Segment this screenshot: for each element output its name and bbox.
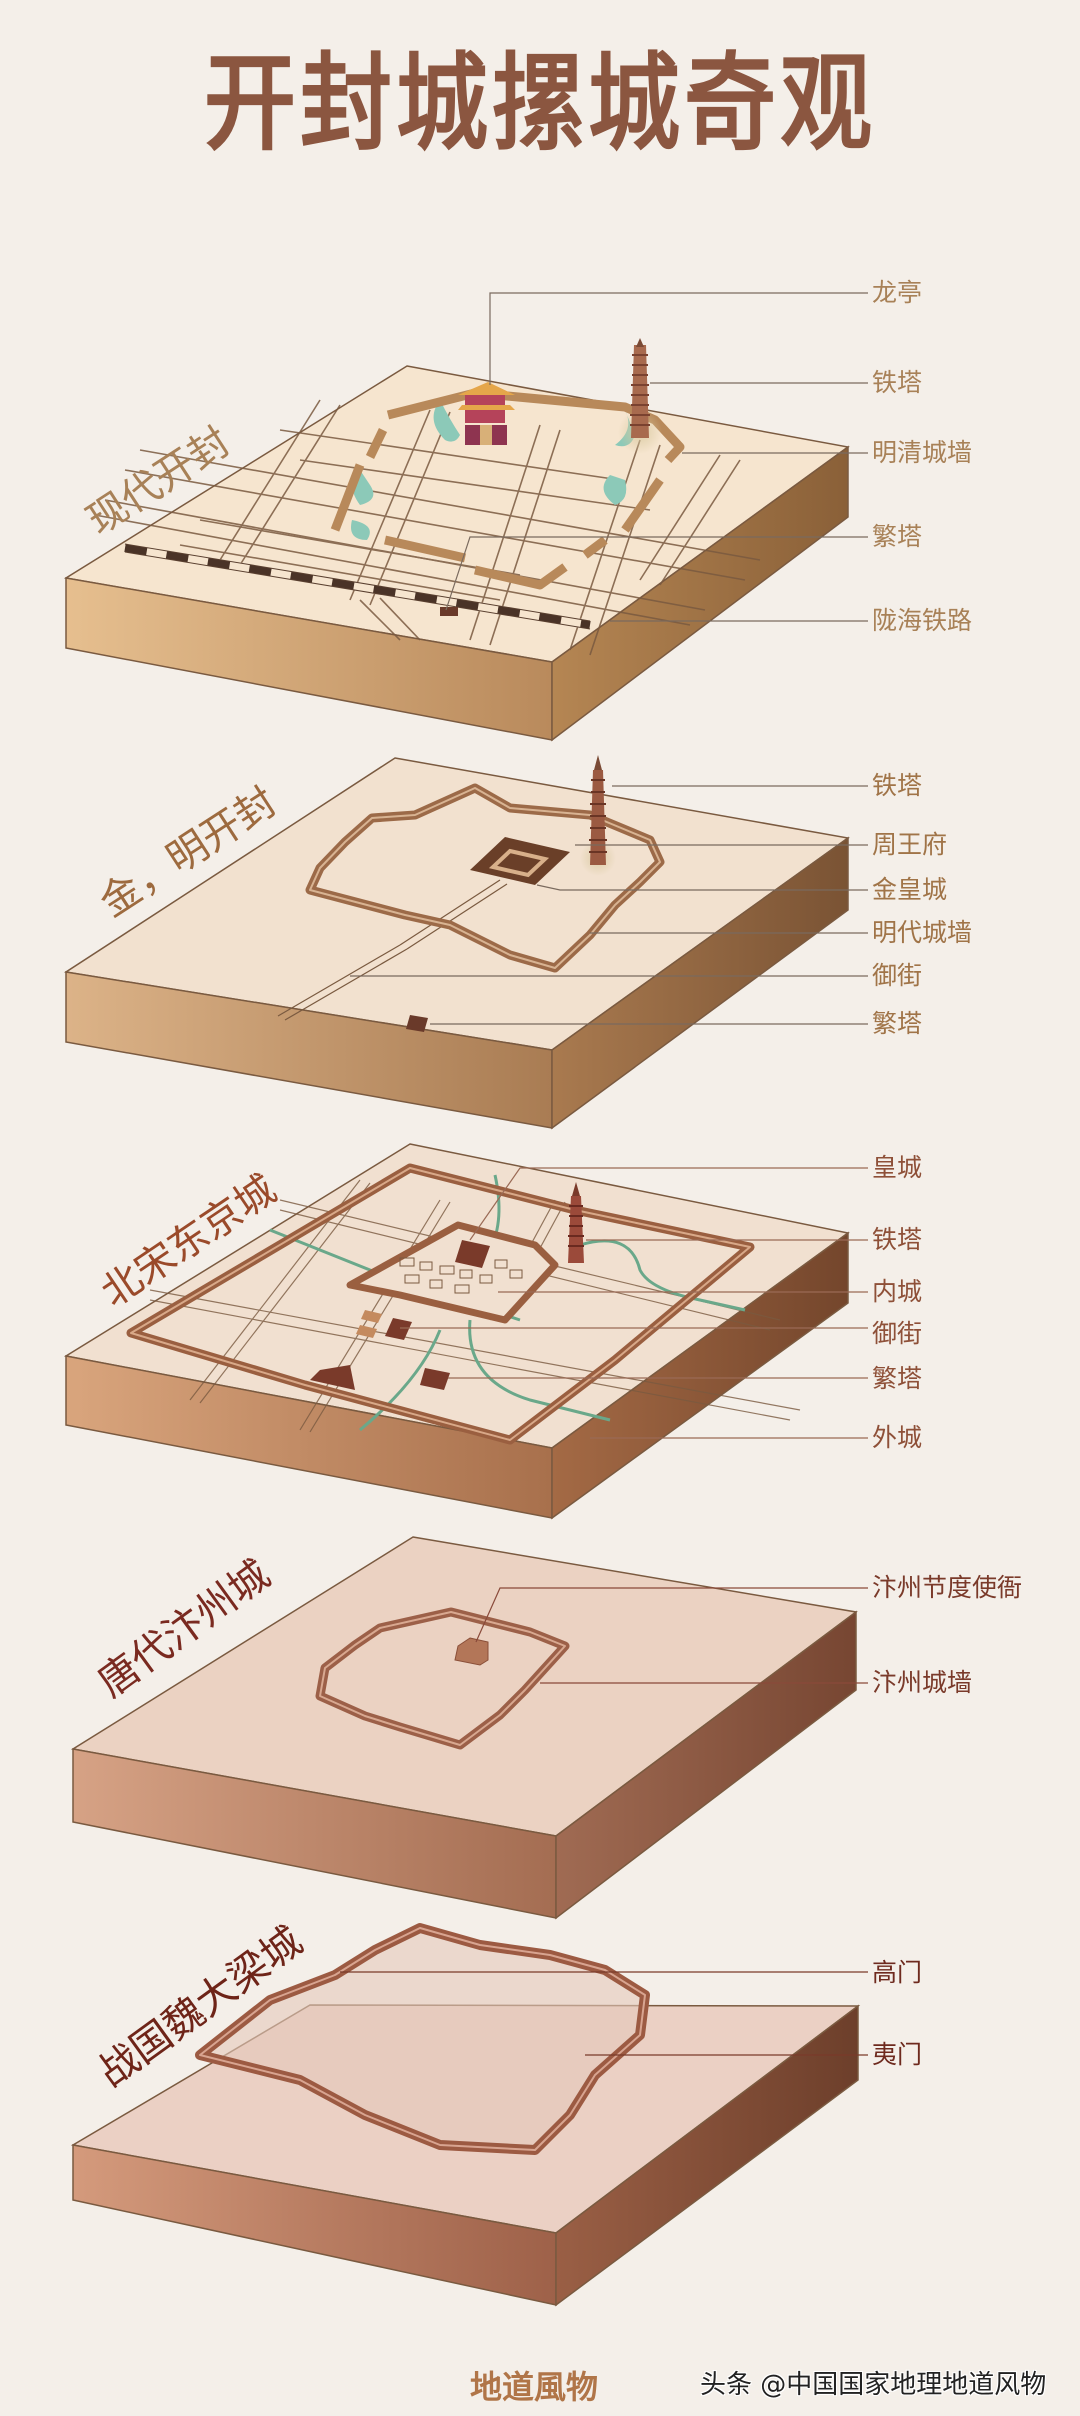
label-iron-pagoda: 铁塔 — [872, 368, 923, 397]
label-zhou-palace: 周王府 — [872, 830, 948, 859]
inner-city-buildings — [399, 1257, 523, 1294]
label-po-pagoda: 繁塔 — [872, 1364, 923, 1393]
label-dragon-pavilion: 龙亭 — [872, 278, 923, 307]
brand-logo: 地道風物 — [470, 2368, 599, 2406]
label-iron-pagoda: 铁塔 — [872, 771, 923, 800]
iron-pagoda-icon — [618, 338, 662, 454]
label-ming-city-wall: 明代城墙 — [872, 918, 973, 947]
leader-lines — [445, 292, 868, 622]
label-imperial-street: 御街 — [872, 961, 923, 990]
page-title: 开封城摞城奇观 — [203, 41, 876, 166]
layer-tang-bianzhou — [70, 1536, 868, 1920]
leader-lines — [475, 1587, 868, 1684]
label-inner-city: 内城 — [872, 1277, 923, 1306]
governor-office-marker — [454, 1637, 489, 1666]
leader-lines — [340, 1971, 868, 2056]
leader-lines — [350, 785, 868, 1025]
inner-city-wall — [346, 1221, 559, 1324]
layer-warring-states-daliang — [70, 1923, 868, 2307]
label-jin-imperial-city: 金皇城 — [872, 875, 948, 904]
po-pagoda-marker — [440, 607, 458, 616]
label-iron-pagoda: 铁塔 — [872, 1225, 923, 1254]
label-po-pagoda: 繁塔 — [872, 522, 923, 551]
longhai-railway — [124, 543, 591, 630]
label-governor-office: 汴州节度使衙 — [872, 1573, 1023, 1602]
po-pagoda-marker — [406, 1015, 428, 1032]
iron-pagoda-icon — [580, 755, 616, 876]
layer-jin-ming-kaifeng — [63, 755, 868, 1130]
label-imperial-street: 御街 — [872, 1319, 923, 1348]
imperial-city-marker — [455, 1240, 490, 1268]
po-pagoda-marker — [420, 1368, 450, 1390]
jin-imperial-city-marker — [470, 837, 570, 885]
watermark: 头条 @中国国家地理地道风物 — [700, 2370, 1047, 2400]
label-po-pagoda: 繁塔 — [872, 1009, 923, 1038]
iron-pagoda-icon — [568, 1182, 584, 1263]
label-outer-city: 外城 — [872, 1423, 923, 1452]
label-longhai-railway: 陇海铁路 — [872, 606, 973, 635]
dragon-pavilion-icon — [458, 382, 515, 445]
layer-modern-kaifeng — [63, 292, 868, 742]
label-imperial-city: 皇城 — [872, 1153, 923, 1182]
label-bianzhou-wall: 汴州城墙 — [872, 1668, 973, 1697]
layer-northern-song-dongjing — [63, 1143, 868, 1520]
label-yi-gate: 夷门 — [872, 2040, 923, 2069]
leader-lines — [400, 1167, 868, 1439]
label-gao-gate: 高门 — [872, 1958, 923, 1987]
label-ming-qing-wall: 明清城墙 — [872, 438, 973, 467]
